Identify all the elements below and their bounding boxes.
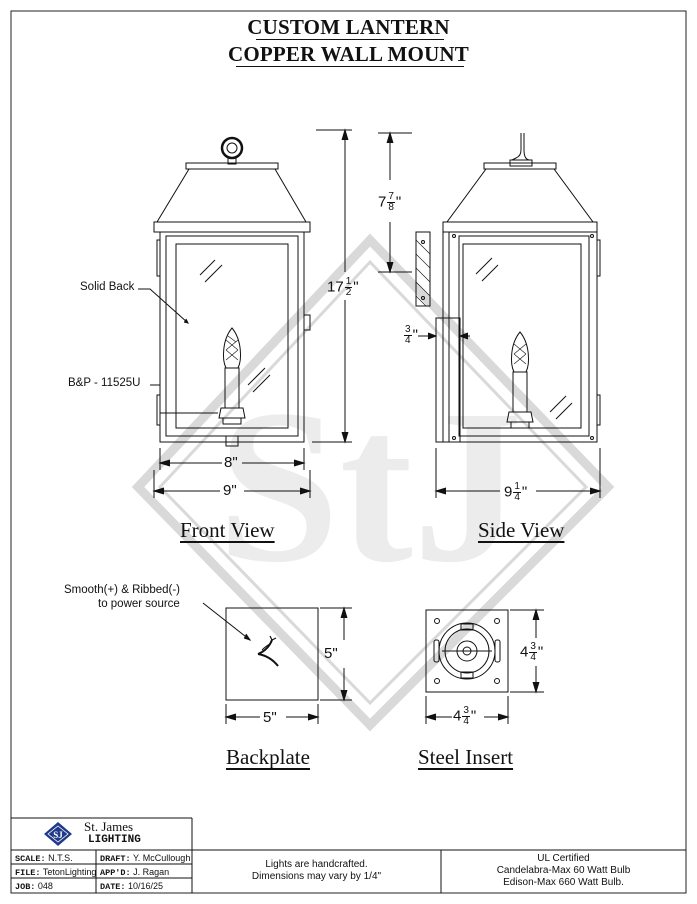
job-field: JOB: 048	[15, 881, 53, 892]
certification-note: UL Certified Candelabra-Max 60 Watt Bulb…	[441, 853, 686, 889]
callout-wire-line2: to power source	[98, 598, 180, 610]
scale-field: SCALE: N.T.S.	[15, 853, 73, 864]
handcrafted-note: Lights are handcrafted. Dimensions may v…	[192, 859, 441, 883]
dim-front-inner-width: 8"	[224, 454, 238, 471]
backplate-drawing	[202, 602, 352, 724]
sheet-border	[10, 10, 687, 894]
svg-text:SJ: SJ	[53, 830, 63, 840]
dim-backplate-height: 5"	[324, 645, 338, 662]
cert-line3: Edison-Max 660 Watt Bulb.	[503, 877, 624, 888]
steel-insert-drawing	[424, 608, 544, 724]
company-name-line2: LIGHTING	[88, 834, 141, 846]
title-line-2: COPPER WALL MOUNT	[227, 42, 470, 66]
front-dimension-lines	[138, 128, 352, 498]
company-name-line1: St. James	[84, 819, 134, 834]
note-line2: Dimensions may vary by 1/4"	[251, 871, 382, 882]
label-backplate: Backplate	[226, 745, 310, 769]
date-field: DATE: 10/16/25	[100, 881, 164, 892]
title-underline-2	[236, 66, 464, 67]
draft-field: DRAFT: Y. McCullough	[100, 853, 191, 864]
file-field: FILE: TetonLighting	[15, 867, 97, 878]
label-steel-insert: Steel Insert	[418, 745, 514, 769]
callout-socket: B&P - 11525U	[68, 377, 141, 389]
label-side-view: Side View	[478, 518, 565, 542]
watermark-logo: StJ	[131, 233, 615, 732]
st-james-logo: SJ	[44, 822, 72, 846]
title-block-grid	[11, 817, 686, 893]
dim-front-outer-width: 9"	[223, 482, 237, 499]
appd-field: APP'D: J. Ragan	[100, 867, 170, 878]
note-line1: Lights are handcrafted.	[265, 859, 368, 870]
side-dimension-lines	[378, 131, 602, 498]
label-front-view: Front View	[180, 518, 275, 542]
title-underline-1	[256, 39, 444, 40]
cert-line1: UL Certified	[537, 853, 590, 864]
front-view-lantern	[153, 136, 311, 447]
cert-line2: Candelabra-Max 60 Watt Bulb	[496, 865, 631, 876]
callout-solid-back: Solid Back	[80, 281, 135, 293]
dim-backplate-width: 5"	[263, 709, 277, 726]
title-line-1: CUSTOM LANTERN	[247, 15, 450, 39]
callout-wire-line1: Smooth(+) & Ribbed(-)	[64, 584, 180, 596]
svg-text:StJ: StJ	[217, 364, 523, 608]
